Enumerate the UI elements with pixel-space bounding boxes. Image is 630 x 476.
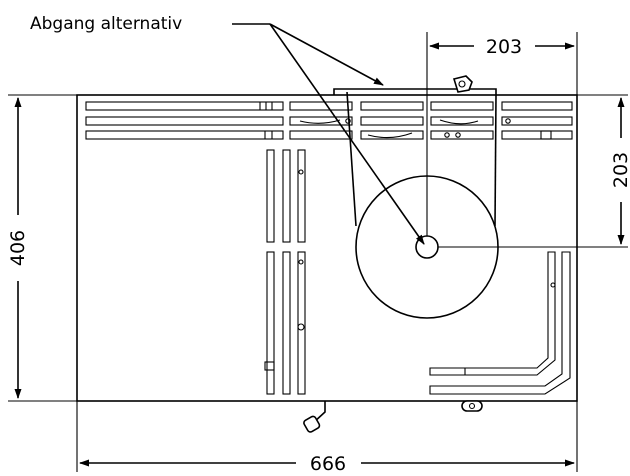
vertical-slots xyxy=(264,149,306,395)
dim-right-value: 203 xyxy=(610,152,630,188)
outlet-label: Abgang alternativ xyxy=(30,14,182,34)
dim-left-value: 406 xyxy=(7,230,29,266)
outlet-leader-to-center xyxy=(269,23,425,245)
outlet-leader-to-housing xyxy=(269,23,384,86)
dim-top-value: 203 xyxy=(486,36,522,58)
bottom-knob xyxy=(461,400,483,412)
top-knob xyxy=(452,75,473,93)
flue-outlet-center xyxy=(415,235,439,259)
bottom-right-slots xyxy=(429,251,571,395)
side-cable xyxy=(303,401,326,433)
flue-housing xyxy=(333,88,497,95)
stove-body-outline xyxy=(76,94,578,402)
dim-bottom-value: 666 xyxy=(310,453,346,475)
top-ventilation-slots xyxy=(85,101,573,140)
